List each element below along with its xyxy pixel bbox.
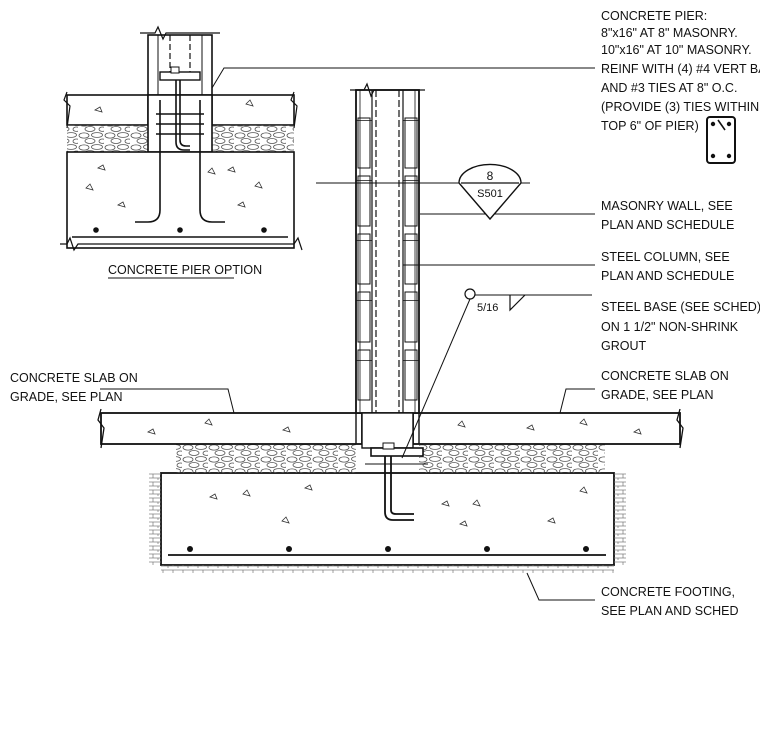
svg-text:GRADE, SEE PLAN: GRADE, SEE PLAN xyxy=(601,388,714,402)
pier-option-detail: CONCRETE PIER OPTION xyxy=(60,25,303,279)
callout-slab-right: CONCRETE SLAB ON GRADE, SEE PLAN xyxy=(601,369,729,402)
weld-size: 5/16 xyxy=(477,302,498,314)
svg-text:PLAN AND SCHEDULE: PLAN AND SCHEDULE xyxy=(601,269,734,283)
svg-text:GROUT: GROUT xyxy=(601,339,647,353)
callout-steel-base: STEEL BASE (SEE SCHED) ON 1 1/2" NON-SHR… xyxy=(601,300,760,353)
svg-text:CONCRETE SLAB ON: CONCRETE SLAB ON xyxy=(10,371,138,385)
svg-text:(PROVIDE (3) TIES WITHIN: (PROVIDE (3) TIES WITHIN xyxy=(601,100,759,114)
svg-text:SEE PLAN AND SCHED: SEE PLAN AND SCHED xyxy=(601,604,739,618)
callout-steel-column: STEEL COLUMN, SEE PLAN AND SCHEDULE xyxy=(601,250,734,283)
main-section xyxy=(97,82,684,573)
svg-text:STEEL COLUMN, SEE: STEEL COLUMN, SEE xyxy=(601,250,730,264)
pier-option-title: CONCRETE PIER OPTION xyxy=(108,263,262,277)
section-marker: 8 S501 xyxy=(458,163,522,221)
svg-text:ON 1 1/2" NON-SHRINK: ON 1 1/2" NON-SHRINK xyxy=(601,320,739,334)
svg-text:REINF WITH (4) #4 VERT BARS: REINF WITH (4) #4 VERT BARS xyxy=(601,62,760,76)
callout-concrete-pier: CONCRETE PIER: 8"x16" AT 8" MASONRY. 10"… xyxy=(601,9,760,133)
svg-text:AND #3 TIES AT 8" O.C.: AND #3 TIES AT 8" O.C. xyxy=(601,81,737,95)
pier-tie-icon xyxy=(706,116,736,164)
svg-text:STEEL BASE (SEE SCHED): STEEL BASE (SEE SCHED) xyxy=(601,300,760,314)
fillet-weld-symbol xyxy=(509,294,526,312)
callout-masonry-wall: MASONRY WALL, SEE PLAN AND SCHEDULE xyxy=(601,199,734,232)
svg-text:PLAN AND SCHEDULE: PLAN AND SCHEDULE xyxy=(601,218,734,232)
svg-text:8"x16" AT 8" MASONRY.: 8"x16" AT 8" MASONRY. xyxy=(601,26,738,40)
leader-lines xyxy=(100,67,595,601)
svg-text:GRADE, SEE PLAN: GRADE, SEE PLAN xyxy=(10,390,123,404)
svg-text:MASONRY WALL, SEE: MASONRY WALL, SEE xyxy=(601,199,733,213)
svg-text:10"x16" AT 10" MASONRY.: 10"x16" AT 10" MASONRY. xyxy=(601,43,752,57)
svg-text:CONCRETE FOOTING,: CONCRETE FOOTING, xyxy=(601,585,735,599)
section-number: 8 xyxy=(487,169,494,183)
svg-text:CONCRETE PIER:: CONCRETE PIER: xyxy=(601,9,707,23)
callout-footing: CONCRETE FOOTING, SEE PLAN AND SCHED xyxy=(601,585,739,618)
section-sheet: S501 xyxy=(477,188,503,200)
svg-text:CONCRETE SLAB ON: CONCRETE SLAB ON xyxy=(601,369,729,383)
callout-slab-left: CONCRETE SLAB ON GRADE, SEE PLAN xyxy=(10,371,138,404)
svg-text:TOP 6" OF PIER): TOP 6" OF PIER) xyxy=(601,119,699,133)
weld-symbol-circle xyxy=(464,288,476,300)
